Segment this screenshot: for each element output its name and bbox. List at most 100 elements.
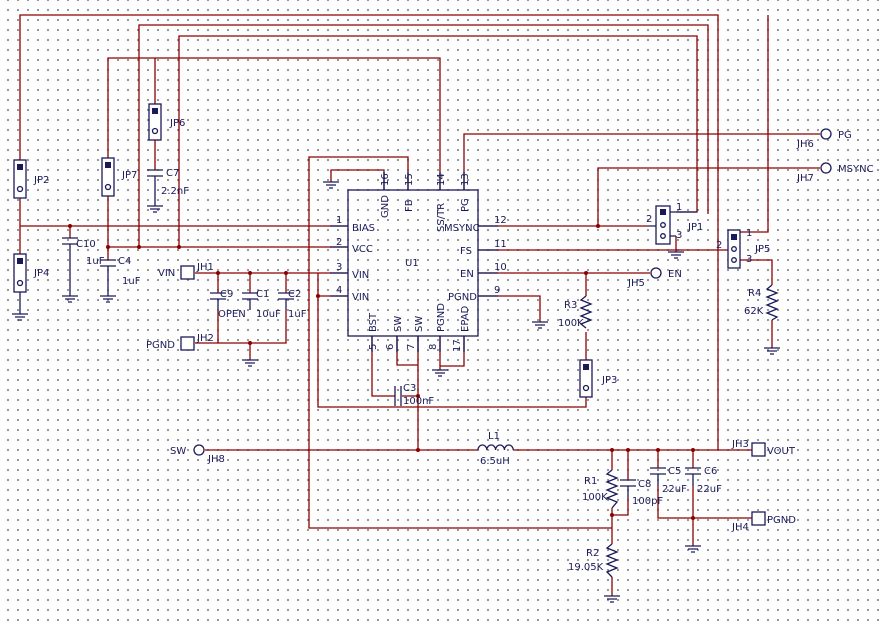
pin-8-name: PGND [436,303,447,332]
pin-7-name: SW [414,316,425,332]
ground-icon [668,251,684,259]
jp1-pin1: 1 [676,202,682,213]
capacitor-c7: C7 2.2nF [147,168,189,206]
jp5-pin1: 1 [746,228,752,239]
jp2-label: JP2 [33,175,49,186]
resistor-r4: R4 62K [744,284,779,321]
pgnd-in-label: PGND [146,340,175,351]
pin-15-num: 15 [404,173,415,186]
connector-msync[interactable]: MSYNC JH7 [796,162,874,184]
jp5-label: JP5 [754,244,770,255]
c1-value: 10uF [256,309,281,320]
jumper-jp7[interactable]: JP7 [101,157,137,197]
jp5-pin3: 3 [746,254,752,265]
ground-icon [100,295,116,303]
inductor-l1: L1 6.5uH [477,431,514,467]
vout-label: VOUT [767,446,796,457]
connector-pg[interactable]: PG JH6 [796,128,852,150]
c9-ref: C9 [220,289,233,300]
pin-3-num: 3 [336,262,342,273]
jumper-jp4[interactable]: JP4 [13,253,49,293]
ground-icon [532,321,548,329]
c7-ref: C7 [166,168,179,179]
ground-symbols [12,181,780,603]
pin-11-name: FS [460,246,472,257]
capacitor-c9: C9 OPEN [210,289,246,320]
pin-9-name: PGND [448,292,477,303]
connector-sw[interactable]: SW JH8 [170,444,225,465]
ground-icon [764,347,780,355]
r4-ref: R4 [748,288,761,299]
c6-ref: C6 [704,466,717,477]
c5-value: 22uF [662,484,687,495]
pin-4-name: VIN [352,292,369,303]
connector-pgnd-in[interactable]: PGND JH2 [146,333,214,351]
jh8-ref: JH8 [207,454,225,465]
c6-value: 22uF [697,484,722,495]
r3-value: 100K [558,318,584,329]
pin-2-num: 2 [336,237,342,248]
pin-8-num: 8 [428,344,439,350]
jumper-jp6[interactable]: JP6 [148,103,185,141]
jp7-label: JP7 [121,170,137,181]
msync-label: MSYNC [838,164,874,175]
junction-dots [68,224,695,520]
jumper-jp2[interactable]: JP2 [13,159,49,199]
pin-16-name: GND [380,195,391,218]
c10-ref: C10 [76,239,96,250]
capacitor-c3: C3 100nF [394,383,434,407]
resistor-r2: R2 19.05K [568,543,619,578]
wires [19,14,820,596]
pin-15-name: FB [404,199,415,212]
resistor-r1: R1 100K [582,469,619,509]
resistor-r3: R3 100K [558,295,593,329]
capacitor-c6: C6 22uF [685,466,722,495]
pin-1-name: BIAS [352,223,375,234]
pin-13-num: 13 [460,173,471,186]
jumper-jp5[interactable]: 1 2 3 JP5 [716,228,770,269]
pin-6-name: SW [393,316,404,332]
capacitor-c8: C8 100pF [620,479,663,507]
jp1-pin3: 3 [676,230,682,241]
pin-4-num: 4 [336,285,342,296]
pgnd-out-label: PGND [767,515,796,526]
l1-ref: L1 [488,431,500,442]
c3-value: 100nF [403,396,434,407]
ground-icon [323,181,339,189]
jumper-jp3[interactable]: JP3 [579,359,617,398]
pin-17-num: 17 [452,339,463,352]
ground-icon [604,595,620,603]
pin-17-name: EPAD [460,305,471,332]
c10-value: 1uF [86,256,105,267]
ground-icon [685,545,701,553]
pg-label: PG [838,130,852,141]
connector-en[interactable]: EN JH5 [627,267,682,289]
pin-3-name: VIN [352,270,369,281]
r1-ref: R1 [584,476,597,487]
c3-ref: C3 [403,383,416,394]
pin-10-num: 10 [494,262,507,273]
pin-12-num: 12 [494,215,507,226]
jp3-label: JP3 [601,375,617,386]
capacitor-c5: C5 22uF [650,466,687,495]
c1-ref: C1 [256,289,269,300]
c9-value: OPEN [218,309,246,320]
r2-ref: R2 [586,548,599,559]
connector-vin[interactable]: VIN JH1 [158,262,214,280]
jumper-jp1[interactable]: 1 2 3 JP1 [646,202,703,245]
jp1-pin2: 2 [646,214,652,225]
ground-icon [432,369,448,377]
jh1-ref: JH1 [196,262,214,273]
connector-pgnd-out[interactable]: PGND JH4 [731,511,796,533]
pin-2-name: VCC [352,244,373,255]
jh4-ref: JH4 [731,522,749,533]
c2-value: 1uF [288,309,307,320]
capacitor-c4: C4 1uF [100,256,141,296]
connector-vout[interactable]: VOUT JH3 [731,439,796,457]
pin-9-num: 9 [494,285,500,296]
c8-value: 100pF [632,496,663,507]
l1-value: 6.5uH [480,456,510,467]
pin-14-num: 14 [436,173,447,186]
